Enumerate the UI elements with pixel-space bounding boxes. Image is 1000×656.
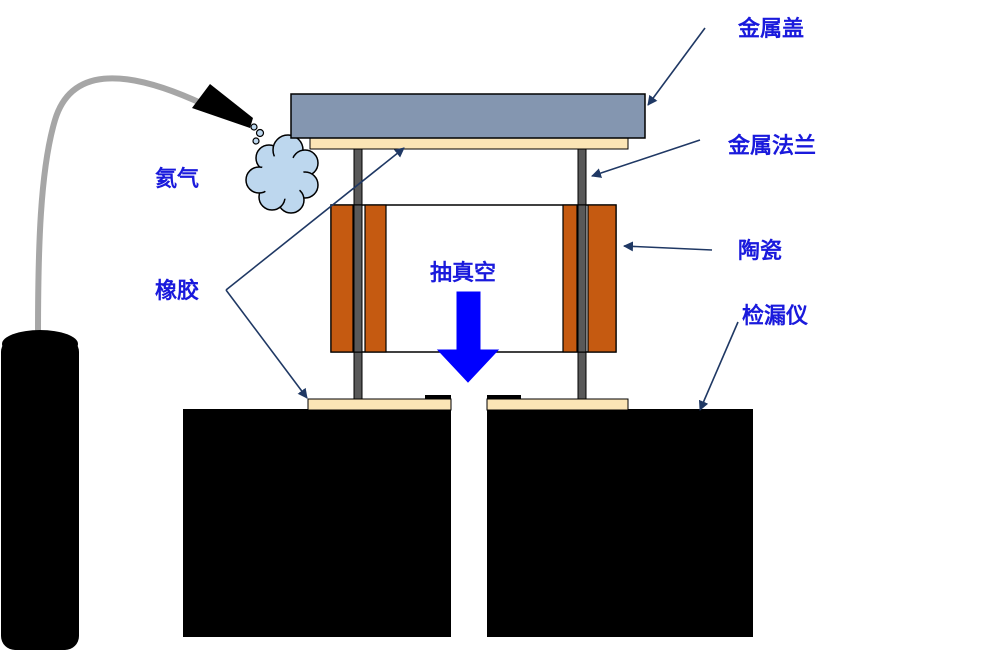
- ceramic-wall-right-outer: [587, 204, 617, 353]
- gasket-seal-strip-right: [487, 395, 521, 399]
- rubber-gasket-bottom-left: [307, 398, 452, 411]
- spray-nozzle: [192, 84, 253, 128]
- rod-left-through-ceramic: [353, 204, 363, 353]
- leader-metal-flange: [591, 139, 701, 178]
- metal-lid: [290, 93, 646, 139]
- leader-rubber-top: [225, 147, 405, 291]
- rubber-gasket-bottom-right: [486, 398, 629, 411]
- label-ceramic: 陶瓷: [738, 238, 782, 264]
- rod-right-through-ceramic: [577, 204, 587, 353]
- helium-cylinder: [1, 330, 79, 650]
- leak-detector: [183, 396, 753, 637]
- ceramic-wall-right-inner: [562, 204, 578, 353]
- label-rubber: 橡胶: [155, 278, 199, 304]
- ceramic-wall-left-outer: [330, 204, 354, 353]
- label-metal-flange: 金属法兰: [727, 133, 816, 159]
- helium-cloud-fill: [260, 155, 304, 199]
- leader-rubber-bottom: [225, 289, 308, 399]
- gasket-seal-strip-left: [425, 395, 451, 399]
- label-leak-detector: 检漏仪: [742, 303, 809, 329]
- rubber-gasket-top: [309, 137, 629, 150]
- ceramic-wall-left-inner: [364, 204, 387, 353]
- vacuum-arrow: [436, 291, 500, 383]
- leader-ceramic: [623, 241, 713, 252]
- helium-hose: [35, 75, 208, 338]
- label-vacuum: 抽真空: [430, 260, 496, 286]
- label-helium: 氦气: [155, 166, 199, 192]
- helium-bubbles: [250, 123, 265, 145]
- leader-metal-lid: [647, 27, 706, 106]
- label-metal-lid: 金属盖: [737, 16, 804, 42]
- leader-leak-detector: [698, 321, 739, 411]
